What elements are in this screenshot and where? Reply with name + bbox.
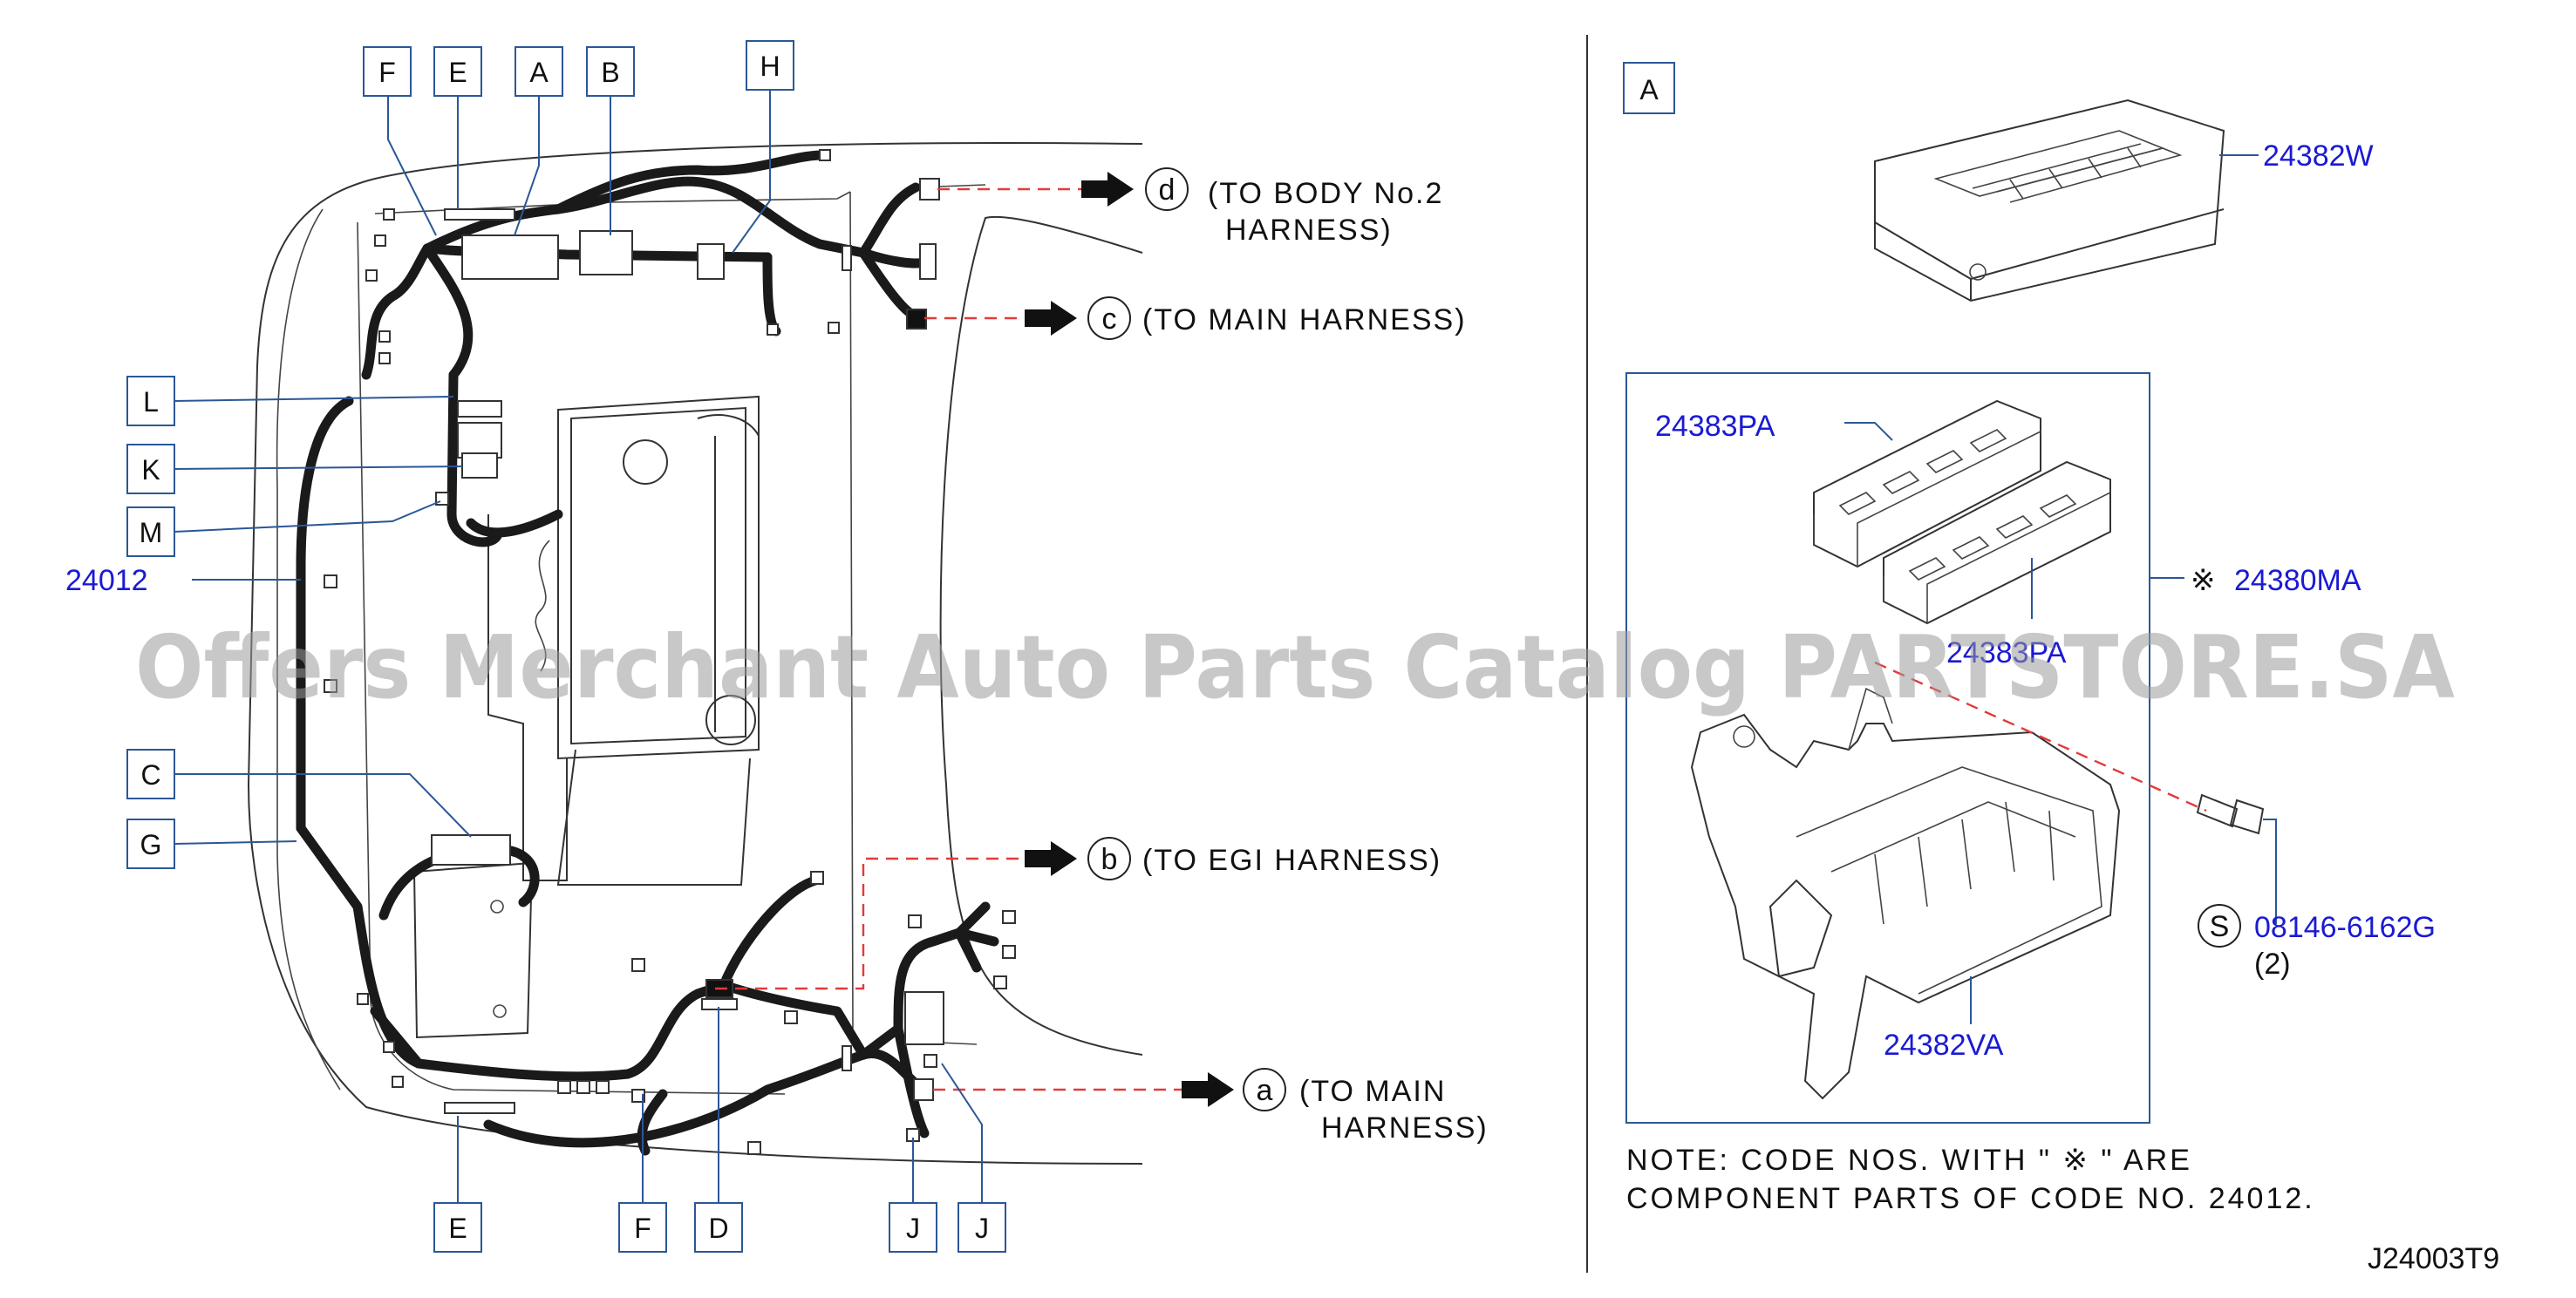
connection-a: a (TO MAIN HARNESS) <box>1243 1068 1489 1145</box>
callout-label: G <box>140 829 162 860</box>
callout-J-left: J <box>889 1202 937 1253</box>
connection-letter: d <box>1159 173 1176 207</box>
callout-B: B <box>586 46 635 97</box>
fuse-block-1 <box>1813 399 2041 568</box>
callout-M: M <box>126 506 175 557</box>
callout-L: L <box>126 376 175 426</box>
fuse-block-2 <box>1883 460 2111 625</box>
part-number-harness: 24012 <box>65 564 148 597</box>
connection-arrows <box>715 172 1234 1107</box>
callout-J-right: J <box>957 1202 1006 1253</box>
callout-label: D <box>708 1213 728 1244</box>
connection-text: HARNESS) <box>1225 214 1393 247</box>
part-number-bracket: 24382VA <box>1884 1029 2004 1062</box>
callout-F-top: F <box>363 46 412 97</box>
callout-A: A <box>515 46 563 97</box>
callout-leaders <box>174 90 983 1227</box>
callout-label: J <box>975 1213 989 1244</box>
callout-label: F <box>378 57 396 88</box>
bolt-label: S 08146-6162G (2) <box>2198 904 2436 981</box>
connection-text: (TO MAIN <box>1299 1075 1446 1108</box>
connection-text: HARNESS) <box>1321 1111 1489 1145</box>
assembly-mark: ※ <box>2191 564 2216 597</box>
bolt <box>1874 661 2277 924</box>
callout-label: M <box>140 517 163 548</box>
callout-label: E <box>448 1213 467 1244</box>
connection-letter: c <box>1102 302 1117 336</box>
svg-text:S: S <box>2210 910 2230 943</box>
battery <box>412 861 534 1039</box>
part-number-block-1: 24383PA <box>1655 410 1775 443</box>
callout-label: K <box>141 454 160 486</box>
fuse-box-bracket <box>1690 687 2121 1100</box>
callout-D: D <box>694 1202 743 1253</box>
callout-label: F <box>634 1213 651 1244</box>
callout-label: J <box>906 1213 920 1244</box>
part-number-bolt: 08146-6162G <box>2254 911 2436 944</box>
harness-wires <box>296 150 999 1156</box>
callout-E-bottom: E <box>433 1202 482 1253</box>
callout-E-top: E <box>433 46 482 97</box>
note-line-1: NOTE: CODE NOS. WITH " ※ " ARE <box>1626 1144 2192 1177</box>
callout-K: K <box>126 444 175 494</box>
part-number-block-2: 24383PA <box>1946 636 2067 669</box>
part-number-cover: 24382W <box>2263 139 2374 173</box>
diagram-code: J24003T9 <box>2368 1242 2499 1275</box>
callout-label: C <box>140 759 160 791</box>
connection-text: (TO EGI HARNESS) <box>1142 844 1441 877</box>
callout-G: G <box>126 819 175 869</box>
connection-letter: a <box>1257 1074 1273 1107</box>
engine <box>487 395 760 886</box>
callout-label: E <box>448 57 467 88</box>
connection-d: d (TO BODY No.2 HARNESS) <box>1145 167 1443 247</box>
callout-H: H <box>746 40 794 91</box>
callout-F-bottom: F <box>618 1202 667 1253</box>
part-number-assembly: 24380MA <box>2234 564 2361 597</box>
assembly-frame <box>1625 372 2150 1124</box>
connection-text: (TO MAIN HARNESS) <box>1142 303 1467 336</box>
watermark: Offers Merchant Auto Parts Catalog PARTS… <box>135 616 2455 718</box>
detail-A-label: A <box>1623 62 1675 114</box>
callout-label: H <box>760 51 780 82</box>
fuse-box-cover <box>1874 99 2259 302</box>
note-line-2: COMPONENT PARTS OF CODE NO. 24012. <box>1626 1182 2315 1215</box>
callout-label: B <box>601 57 619 88</box>
connection-b: b (TO EGI HARNESS) <box>1087 837 1441 880</box>
bolt-quantity: (2) <box>2254 948 2291 981</box>
callout-C: C <box>126 749 175 799</box>
callout-label: L <box>143 386 159 418</box>
svg-text:A: A <box>1639 74 1659 105</box>
connection-letter: b <box>1101 843 1118 876</box>
connection-c: c (TO MAIN HARNESS) <box>1087 296 1467 340</box>
connection-text: (TO BODY No.2 <box>1208 177 1443 210</box>
callout-label: A <box>529 57 549 88</box>
